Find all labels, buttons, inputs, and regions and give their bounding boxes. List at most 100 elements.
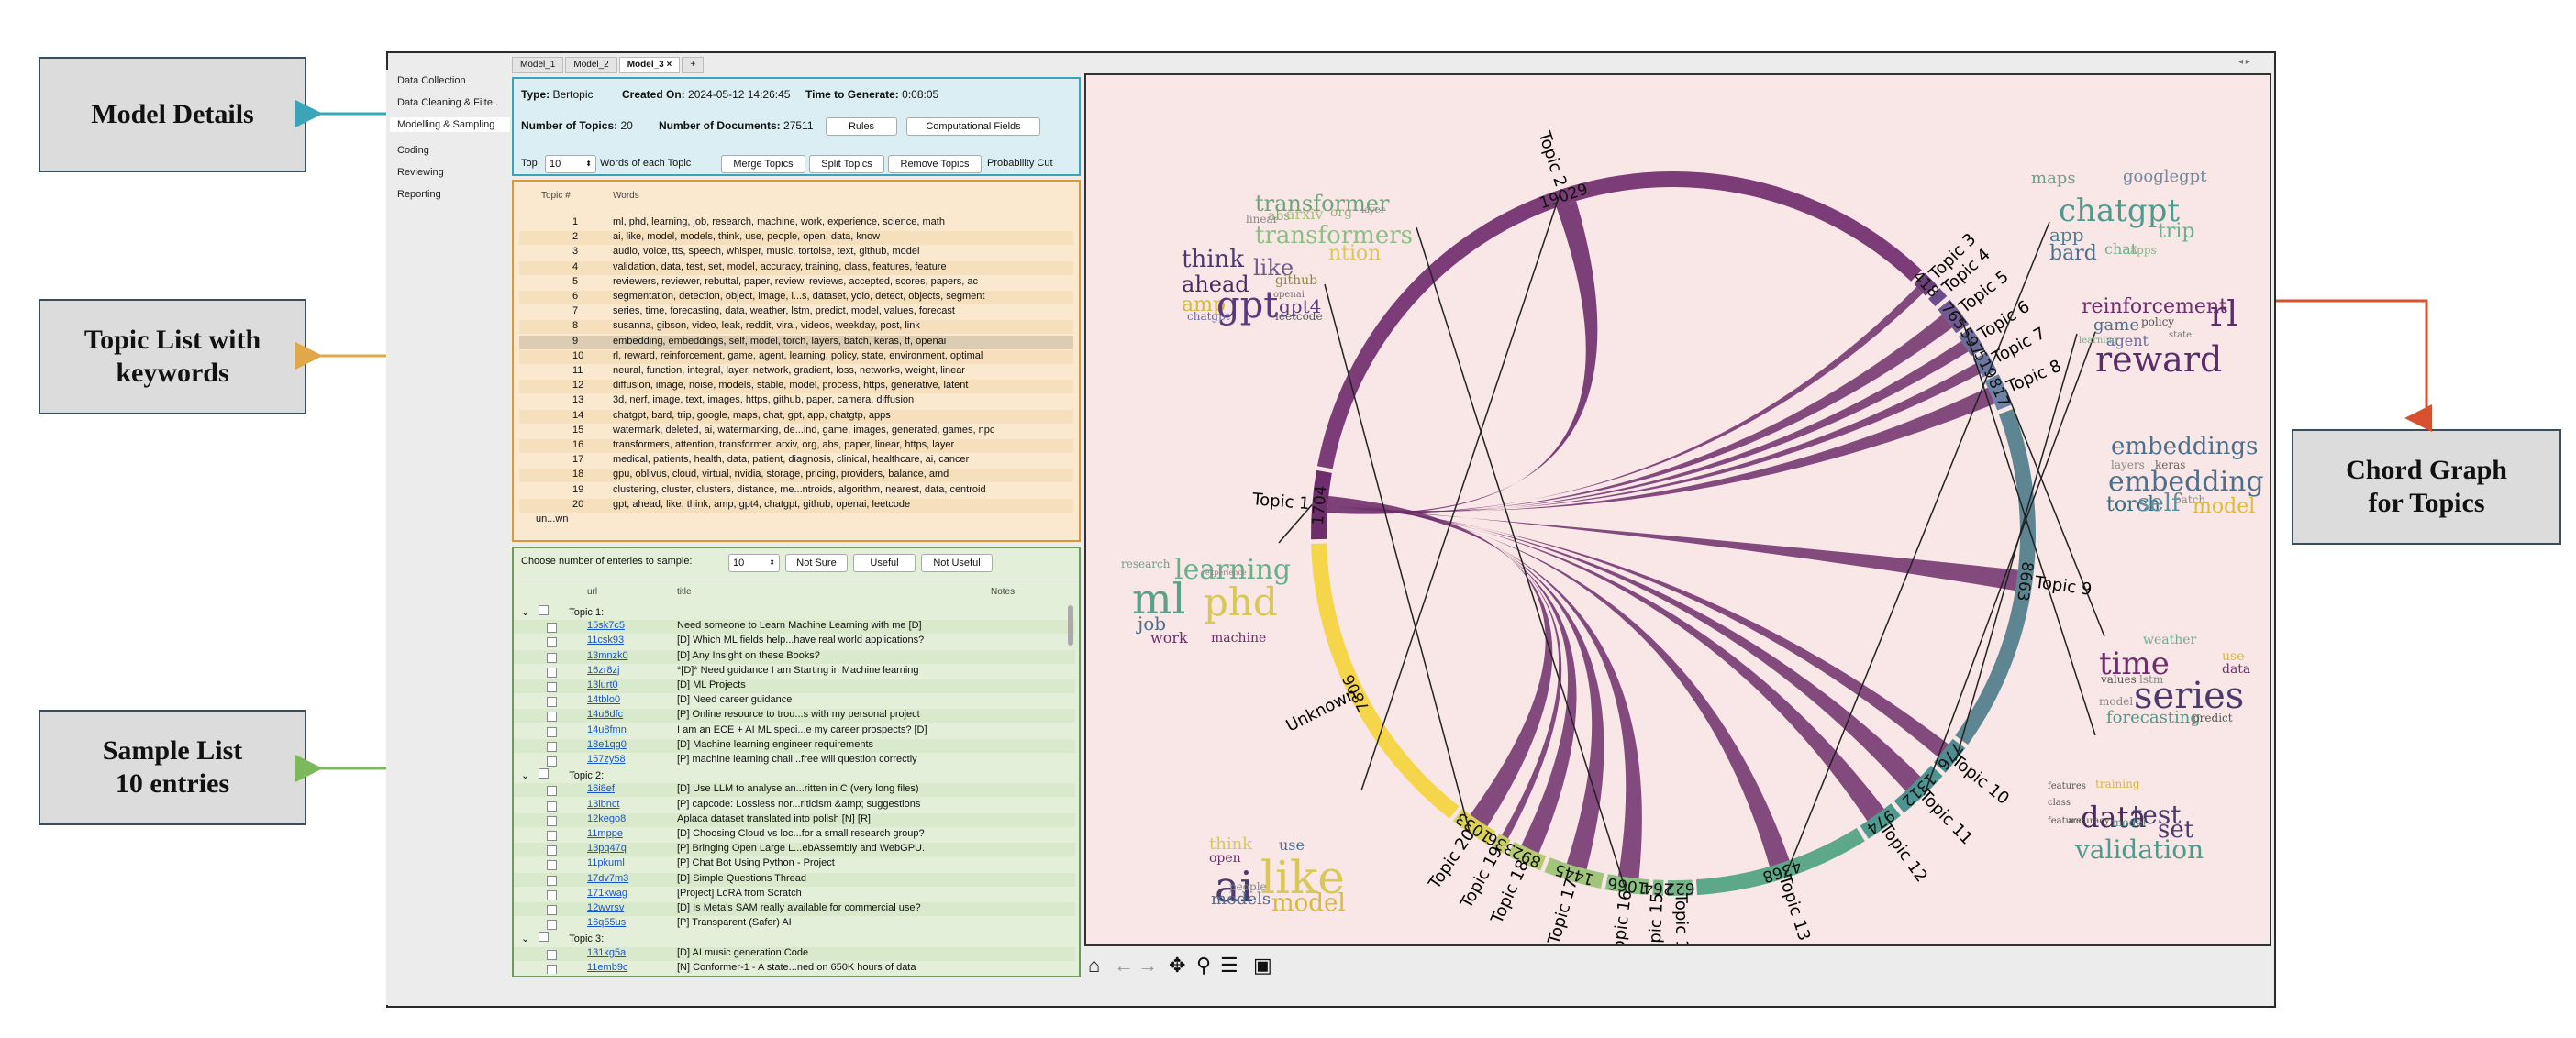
sample-row[interactable]: 11emb9c[N] Conformer-1 - A state...ned o…	[514, 962, 1075, 974]
sample-checkbox[interactable]	[547, 860, 557, 871]
top-n-stepper[interactable]: 10 ⬍	[545, 155, 596, 173]
sample-url[interactable]: 11pkuml	[587, 857, 625, 869]
tab-model-2[interactable]: Model_2	[565, 57, 617, 73]
sample-checkbox[interactable]	[547, 652, 557, 663]
chord-arc[interactable]	[1933, 738, 1966, 773]
back-icon[interactable]: ←	[1114, 954, 1134, 977]
tab-model-1[interactable]: Model_1	[512, 57, 564, 73]
sample-row[interactable]: 13lurt0[D] ML Projects	[514, 679, 1075, 693]
sample-url[interactable]: 16zr8zj	[587, 664, 620, 676]
useful-button[interactable]: Useful	[853, 554, 916, 572]
sample-checkbox[interactable]	[547, 637, 557, 648]
chevron-down-icon[interactable]: ⌄	[521, 933, 530, 945]
chord-arc[interactable]	[1667, 879, 1693, 896]
chord-arc[interactable]	[1311, 469, 1332, 540]
group-checkbox[interactable]	[539, 932, 550, 943]
sample-url[interactable]: 11csk93	[587, 635, 625, 646]
tab-model-3[interactable]: Model_3 ×	[618, 57, 681, 73]
sample-checkbox[interactable]	[547, 741, 557, 752]
sample-checkbox[interactable]	[547, 756, 557, 767]
sample-checkbox[interactable]	[547, 875, 557, 886]
chord-arc[interactable]	[1311, 543, 1460, 819]
chord-arc[interactable]	[1984, 374, 2013, 411]
chevron-down-icon[interactable]: ⌄	[521, 607, 530, 618]
sample-row[interactable]: 11pkuml[P] Chat Bot Using Python - Proje…	[514, 857, 1075, 871]
sample-checkbox[interactable]	[547, 889, 557, 900]
computational-fields-button[interactable]: Computational Fields	[906, 117, 1040, 136]
pan-icon[interactable]: ✥	[1169, 954, 1186, 977]
chord-arc[interactable]	[1955, 408, 2036, 745]
sample-checkbox[interactable]	[547, 905, 557, 915]
sample-checkbox[interactable]	[547, 949, 557, 960]
sample-checkbox[interactable]	[547, 964, 557, 974]
chord-arc[interactable]	[1452, 809, 1496, 845]
group-checkbox[interactable]	[539, 605, 550, 615]
sample-url[interactable]: 16q55us	[587, 917, 627, 929]
sample-url[interactable]: 12wvrsv	[587, 902, 625, 913]
chord-arc[interactable]	[1491, 833, 1511, 854]
sample-row[interactable]: 13pq47q[P] Bringing Open Large L...ebAss…	[514, 843, 1075, 857]
chord-arc[interactable]	[1958, 327, 1985, 357]
sample-group-header[interactable]: ⌄Topic 3:	[521, 932, 604, 944]
sidebar-item-coding[interactable]: Coding	[397, 145, 429, 156]
sidebar-item-data-cleaning[interactable]: Data Cleaning & Filte..	[397, 97, 499, 108]
sample-url[interactable]: 14u6dfc	[587, 709, 624, 721]
sample-row[interactable]: 18e1qg0[D] Machine learning engineer req…	[514, 738, 1075, 753]
sample-url[interactable]: 13pq47q	[587, 843, 627, 855]
sample-row[interactable]: 171kwag[Project] LoRA from Scratch	[514, 888, 1075, 901]
tab-add[interactable]: +	[682, 57, 705, 73]
sample-checkbox[interactable]	[547, 697, 557, 708]
chord-arc[interactable]	[1860, 803, 1901, 839]
sample-checkbox[interactable]	[547, 726, 557, 737]
not-useful-button[interactable]: Not Useful	[921, 554, 993, 572]
chord-arc[interactable]	[1914, 272, 1938, 296]
sample-url[interactable]: 14tblo0	[587, 694, 621, 706]
chord-arc[interactable]	[1604, 874, 1649, 896]
sample-row[interactable]: 11mppe[D] Choosing Cloud vs loc...for a …	[514, 828, 1075, 842]
sample-row[interactable]: 17dv7m3[D] Simple Questions Thread	[514, 872, 1075, 887]
sidebar-item-reviewing[interactable]: Reviewing	[397, 167, 444, 178]
group-checkbox[interactable]	[539, 768, 550, 779]
chord-arc[interactable]	[1544, 857, 1604, 889]
sidebar-item-modelling[interactable]: Modelling & Sampling	[390, 117, 510, 132]
sample-url[interactable]: 11emb9c	[587, 961, 628, 973]
chord-arc[interactable]	[1938, 299, 1970, 334]
sample-checkbox[interactable]	[547, 786, 557, 797]
sample-row[interactable]: 16i8ef[D] Use LLM to analyse an...ritten…	[514, 783, 1075, 798]
sample-url[interactable]: 171kwag	[587, 887, 628, 899]
sample-checkbox[interactable]	[547, 920, 557, 931]
chord-arc[interactable]	[1316, 171, 1922, 469]
sample-row[interactable]: 12wvrsv[D] Is Meta's SAM really availabl…	[514, 902, 1075, 916]
sample-checkbox[interactable]	[547, 667, 557, 678]
sample-count-stepper[interactable]: 10 ⬍	[728, 554, 780, 572]
topic-row[interactable]: un...wn	[519, 513, 1073, 527]
chord-arc[interactable]	[1507, 841, 1547, 871]
sample-scrollbar[interactable]	[1068, 605, 1073, 646]
sample-row[interactable]: 11csk93[D] Which ML fields help...have r…	[514, 635, 1075, 648]
sample-checkbox[interactable]	[547, 845, 557, 856]
not-sure-button[interactable]: Not Sure	[785, 554, 848, 572]
chord-arc[interactable]	[1695, 827, 1865, 896]
zoom-icon[interactable]: ⚲	[1196, 954, 1212, 977]
sample-url[interactable]: 16i8ef	[587, 783, 615, 795]
sample-checkbox[interactable]	[547, 815, 557, 826]
remove-topics-button[interactable]: Remove Topics	[888, 155, 982, 173]
chord-arc[interactable]	[1652, 879, 1664, 896]
chord-arc[interactable]	[1928, 288, 1948, 307]
split-topics-button[interactable]: Split Topics	[809, 155, 884, 173]
home-icon[interactable]: ⌂	[1088, 954, 1101, 977]
sample-url[interactable]: 13lurt0	[587, 679, 618, 690]
